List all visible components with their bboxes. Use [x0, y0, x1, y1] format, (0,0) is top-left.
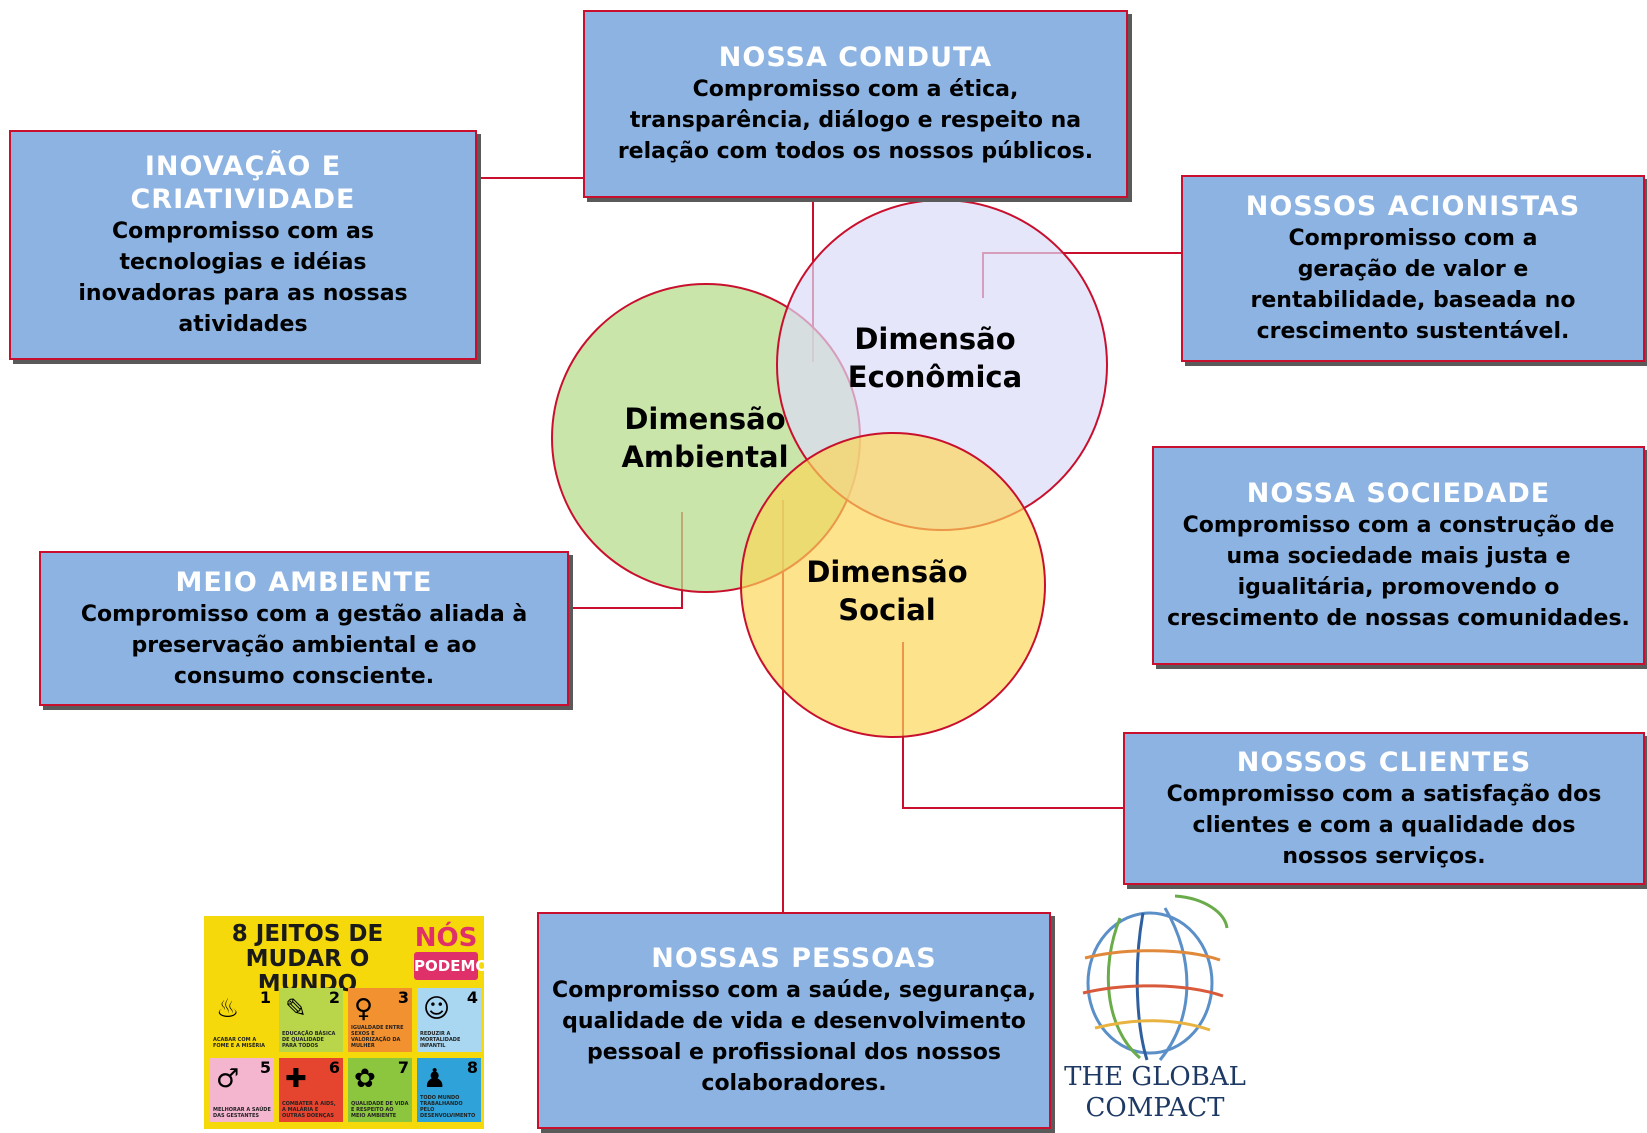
mdg-tile-number: 6: [328, 1058, 340, 1077]
box-title: NOSSOS ACIONISTAS: [1245, 191, 1581, 222]
plant-icon: ✿: [354, 1064, 376, 1094]
mdg-tile-caption: ACABAR COM A FOME E A MISÉRIA: [213, 1037, 265, 1049]
box-title: INOVAÇÃO E CRIATIVIDADE: [130, 151, 356, 215]
box-title: NOSSA SOCIEDADE: [1246, 478, 1551, 509]
circle-social: [740, 432, 1046, 738]
box-inovacao-criatividade: INOVAÇÃO E CRIATIVIDADE Compromisso com …: [9, 130, 477, 360]
mdg-tile-caption: EDUCAÇÃO BÁSICA DE QUALIDADE PARA TODOS: [282, 1031, 336, 1049]
box-meio-ambiente: MEIO AMBIENTE Compromisso com a gestão a…: [39, 551, 569, 706]
box-title: MEIO AMBIENTE: [175, 566, 433, 598]
mdg-tile-number: 4: [466, 988, 478, 1007]
mdg-tile-number: 2: [328, 988, 340, 1007]
baby-icon: ☺: [423, 994, 451, 1024]
mdg-tile-number: 5: [259, 1058, 271, 1077]
mdg-tile-caption: REDUZIR A MORTALIDADE INFANTIL: [420, 1031, 461, 1049]
box-title: NOSSOS CLIENTES: [1236, 746, 1532, 778]
female-icon: ♀: [354, 994, 374, 1024]
global-compact-text: THE GLOBAL COMPACT: [1055, 1062, 1255, 1124]
mdg-tile-number: 1: [259, 988, 271, 1007]
mdg-tile-number: 7: [397, 1058, 409, 1077]
pregnant-icon: ♂: [216, 1064, 240, 1094]
mdg-panel: 8 JEITOS DE MUDAR O MUNDO NÓS PODEMOS ♨ 1…: [204, 916, 499, 1129]
label-dimensao-social: Dimensão Social: [806, 555, 968, 627]
people-icon: ♟: [423, 1064, 447, 1094]
box-nossos-acionistas: NOSSOS ACIONISTAS Compromisso com a gera…: [1181, 175, 1645, 362]
global-compact-line1: THE GLOBAL: [1064, 1062, 1246, 1092]
box-nossas-pessoas: NOSSAS PESSOAS Compromisso com a saúde, …: [537, 912, 1051, 1129]
mdg-tile-caption: QUALIDADE DE VIDA E RESPEITO AO MEIO AMB…: [351, 1101, 409, 1119]
mdg-panel-title: 8 JEITOS DE MUDAR O MUNDO: [231, 921, 384, 997]
mdg-tile-caption: MELHORAR A SAÚDE DAS GESTANTES: [213, 1107, 271, 1119]
box-body: Compromisso com a saúde, segurança, qual…: [552, 978, 1036, 1096]
mdg-tile-number: 8: [466, 1058, 478, 1077]
mdg-tile-caption: COMBATER A AIDS, A MALÁRIA E OUTRAS DOEN…: [282, 1101, 336, 1119]
global-compact-line2: COMPACT: [1085, 1093, 1225, 1123]
box-body: Compromisso com a ética, transparência, …: [617, 77, 1094, 164]
global-compact-logo: THE GLOBAL COMPACT: [1055, 888, 1255, 1128]
pencil-icon: ✎: [285, 994, 307, 1024]
nos-podemos-logo: NÓS PODEMOS: [414, 923, 499, 982]
box-nossa-sociedade: NOSSA SOCIEDADE Compromisso com a constr…: [1152, 446, 1645, 665]
box-body: Compromisso com a construção de uma soci…: [1167, 513, 1630, 631]
label-dimensao-ambiental: Dimensão Ambiental: [621, 402, 789, 474]
box-body: Compromisso com a satisfação dos cliente…: [1166, 781, 1602, 869]
logo-top-text: NÓS: [414, 923, 478, 953]
mdg-tile-number: 3: [397, 988, 409, 1007]
mdg-tile-caption: IGUALDADE ENTRE SEXOS E VALORIZAÇÃO DA M…: [351, 1025, 404, 1049]
label-dimensao-economica: Dimensão Econômica: [847, 322, 1023, 394]
logo-bottom-text: PODEMOS: [414, 952, 499, 980]
box-nossos-clientes: NOSSOS CLIENTES Compromisso com a satisf…: [1123, 732, 1645, 885]
mdg-tile-caption: TODO MUNDO TRABALHANDO PELO DESENVOLVIME…: [420, 1095, 476, 1119]
bowl-icon: ♨: [216, 994, 240, 1024]
box-body: Compromisso com as tecnologias e idéias …: [78, 219, 408, 337]
box-nossa-conduta: NOSSA CONDUTA Compromisso com a ética, t…: [583, 10, 1128, 198]
globe-icon: [1082, 894, 1229, 1061]
medicine-icon: ✚: [285, 1064, 307, 1094]
box-title: NOSSA CONDUTA: [718, 42, 993, 73]
box-title: NOSSAS PESSOAS: [651, 943, 937, 974]
box-body: Compromisso com a geração de valor e ren…: [1250, 226, 1576, 344]
box-body: Compromisso com a gestão aliada à preser…: [80, 601, 528, 689]
